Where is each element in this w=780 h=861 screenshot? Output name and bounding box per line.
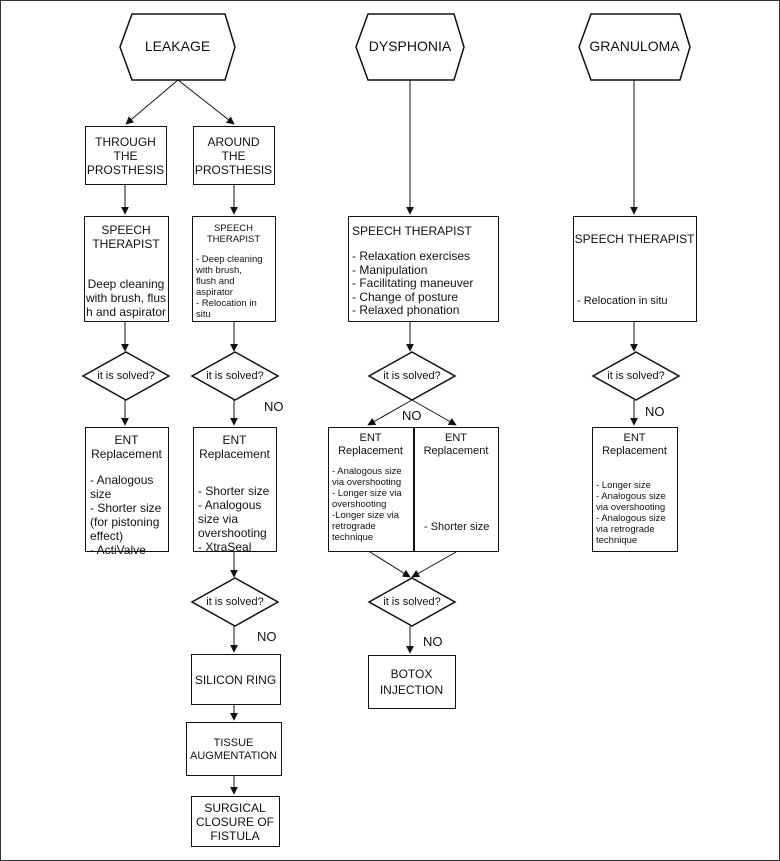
- leakage-header: LEAKAGE: [144, 38, 211, 54]
- edge-decision-ent-right: [411, 399, 457, 426]
- st-around-body: - Deep cleaning with brush, flush and as…: [196, 254, 263, 320]
- granuloma-decision-1-label: it is solved?: [607, 370, 665, 382]
- through-prosthesis-box: THROUGH THE PROSTHESIS: [85, 126, 167, 185]
- botox-box: BOTOX INJECTION: [368, 655, 456, 709]
- dysphonia-st-body: - Relaxation exercises - Manipulation - …: [352, 249, 474, 317]
- around-prosthesis-label: AROUND THE PROSTHESIS: [194, 135, 273, 177]
- st-through-title: SPEECH THERAPIST: [92, 223, 160, 251]
- tissue-augmentation-box: TISSUE AUGMENTATION: [186, 722, 282, 776]
- silicon-ring-box: SILICON RING: [191, 654, 281, 705]
- granuloma-ent-title: ENT Replacement: [602, 432, 667, 457]
- dysphonia-ent-right-title: ENT Replacement: [423, 432, 489, 457]
- dysphonia-decision-2-no: NO: [423, 634, 443, 649]
- edge-ent-left-decision-2: [369, 551, 411, 578]
- ent-around-body: - Shorter size - Analogous size via over…: [198, 484, 270, 554]
- surgical-closure-label: SURGICAL CLOSURE OF FISTULA: [195, 801, 274, 843]
- dysphonia-decision-1-label: it is solved?: [383, 370, 441, 382]
- edge-decision-ent-left: [367, 399, 413, 426]
- leakage-decision-2-shape: [190, 351, 280, 401]
- edge-leakage-through: [125, 79, 179, 125]
- granuloma-decision-1-no: NO: [645, 404, 665, 419]
- dysphonia-st-box: SPEECH THERAPIST - Relaxation exercises …: [348, 216, 499, 322]
- ent-through-box: ENT Replacement - Analogous size - Short…: [85, 427, 169, 557]
- leakage-header-shape: [119, 13, 236, 81]
- tissue-augmentation-label: TISSUE AUGMENTATION: [190, 737, 277, 762]
- dysphonia-st-title: SPEECH THERAPIST: [352, 224, 472, 238]
- st-through-box: SPEECH THERAPIST Deep cleaning with brus…: [84, 216, 169, 322]
- st-through-body: Deep cleaning with brush, flus h and asp…: [85, 277, 167, 319]
- granuloma-st-body: - Relocation in situ: [577, 295, 668, 307]
- dysphonia-decision-1-no: NO: [402, 408, 422, 423]
- ent-through-title: ENT Replacement: [91, 433, 162, 461]
- dysphonia-ent-left-box: ENT Replacement - Analogous size via ove…: [328, 427, 414, 552]
- leakage-decision-3-label: it is solved?: [206, 596, 264, 608]
- leakage-decision-1-shape: [81, 351, 171, 401]
- ent-around-box: ENT Replacement - Shorter size - Analogo…: [193, 427, 277, 554]
- granuloma-header-shape: [578, 13, 691, 81]
- surgical-closure-box: SURGICAL CLOSURE OF FISTULA: [191, 796, 280, 847]
- edge-leakage-around: [177, 79, 235, 125]
- leakage-decision-3-no: NO: [257, 629, 277, 644]
- granuloma-header: GRANULOMA: [589, 38, 680, 54]
- dysphonia-decision-2-label: it is solved?: [383, 596, 441, 608]
- leakage-decision-2-label: it is solved?: [206, 370, 264, 382]
- granuloma-st-box: SPEECH THERAPIST - Relocation in situ: [573, 216, 697, 322]
- granuloma-decision-1-shape: [591, 351, 681, 401]
- dysphonia-decision-2-shape: [367, 577, 457, 627]
- granuloma-ent-box: ENT Replacement - Longer size - Analogou…: [592, 427, 678, 552]
- dysphonia-ent-left-title: ENT Replacement: [338, 432, 403, 457]
- ent-through-body: - Analogous size - Shorter size (for pis…: [90, 473, 162, 557]
- leakage-decision-2-no: NO: [264, 399, 284, 414]
- dysphonia-header: DYSPHONIA: [368, 38, 452, 54]
- edge-ent-right-decision-2: [411, 551, 457, 578]
- dysphonia-header-shape: [355, 13, 465, 81]
- leakage-decision-3-shape: [190, 577, 280, 627]
- dysphonia-ent-right-box: ENT Replacement - Shorter size: [414, 427, 499, 552]
- ent-around-title: ENT Replacement: [199, 433, 270, 461]
- dysphonia-ent-left-body: - Analogous size via overshooting - Long…: [332, 466, 402, 543]
- st-around-box: SPEECH THERAPIST - Deep cleaning with br…: [192, 216, 276, 322]
- st-around-title: SPEECH THERAPIST: [206, 223, 261, 245]
- granuloma-st-title: SPEECH THERAPIST: [574, 232, 695, 246]
- leakage-decision-1-label: it is solved?: [97, 370, 155, 382]
- silicon-ring-label: SILICON RING: [194, 673, 277, 687]
- botox-label: BOTOX INJECTION: [379, 667, 444, 697]
- granuloma-ent-body: - Longer size - Analogous size via overs…: [596, 480, 666, 546]
- dysphonia-ent-right-body: - Shorter size: [424, 521, 490, 533]
- around-prosthesis-box: AROUND THE PROSTHESIS: [193, 126, 275, 185]
- through-prosthesis-label: THROUGH THE PROSTHESIS: [86, 135, 165, 177]
